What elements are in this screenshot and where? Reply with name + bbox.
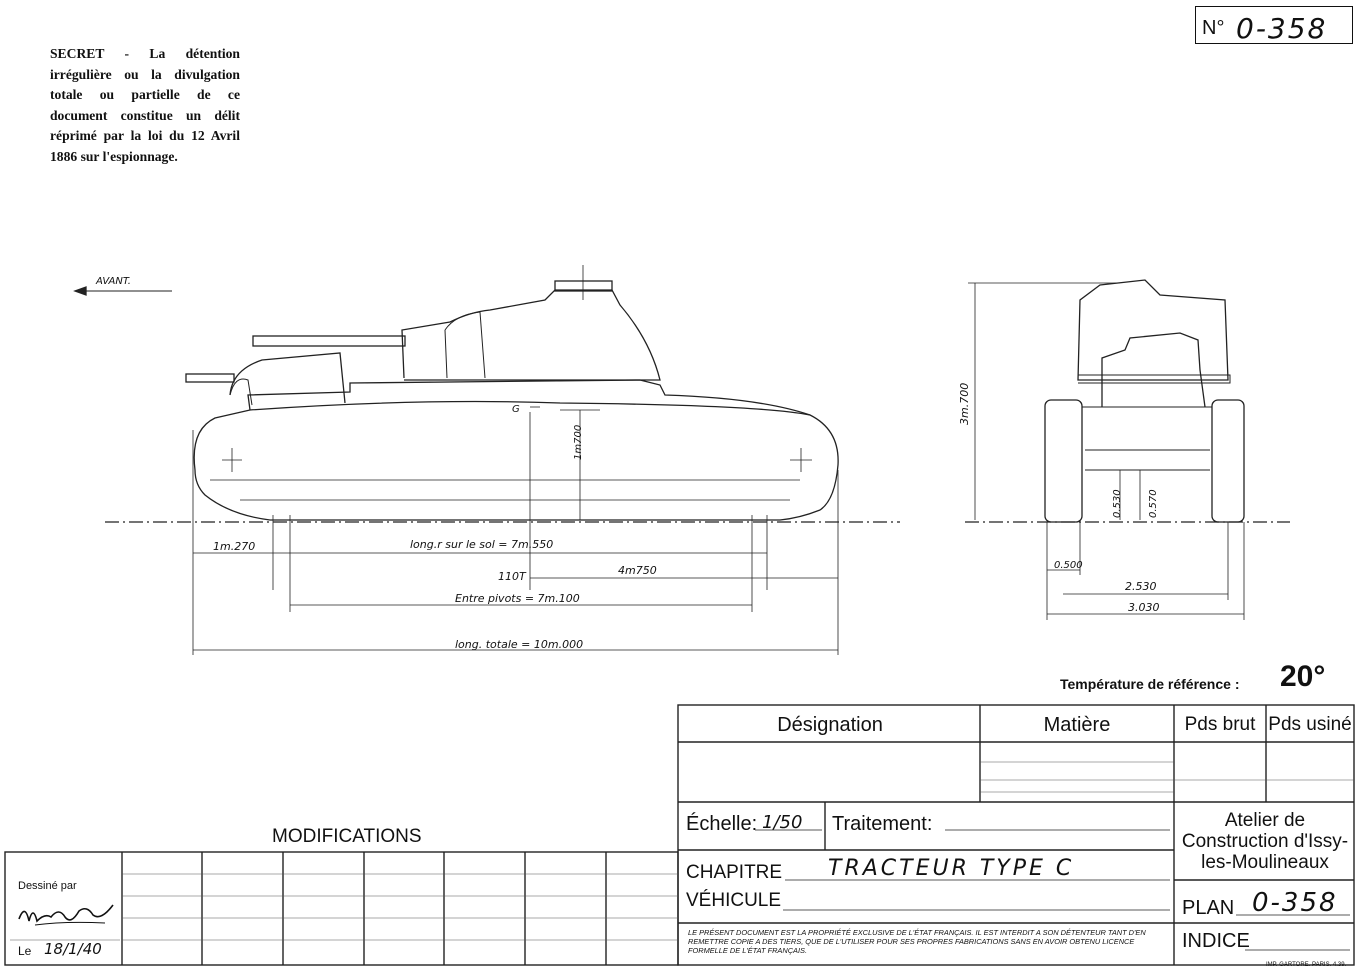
track-width-dimension: 0.500 bbox=[1054, 560, 1083, 571]
echelle-label: Échelle: bbox=[686, 813, 758, 835]
side-turret bbox=[401, 289, 661, 381]
side-casemate bbox=[229, 352, 346, 404]
front-casemate bbox=[1101, 332, 1206, 408]
side-turret-mantlet bbox=[444, 311, 486, 379]
center-of-gravity-mark: G bbox=[512, 404, 520, 415]
side-hull-lines bbox=[210, 479, 800, 501]
secret-notice: SECRET - La détention irrégulière ou la … bbox=[50, 46, 240, 164]
direction-label: AVANT. bbox=[96, 276, 131, 287]
side-superstructure bbox=[247, 379, 811, 416]
front-overhang-dimension: 1m.270 bbox=[213, 540, 256, 553]
designation-header: Désignation bbox=[777, 714, 883, 736]
plan-number-box: N° 0-358 bbox=[1195, 6, 1353, 45]
printer-mark: IMP. GARTORE. PARIS. 4.39. bbox=[1266, 962, 1347, 968]
side-hull-gun bbox=[185, 373, 235, 383]
modifications-title: MODIFICATIONS bbox=[272, 826, 422, 847]
side-turret-gun bbox=[252, 335, 406, 347]
poids-usine-header: Pds usiné bbox=[1268, 714, 1352, 735]
date-value: 18/1/40 bbox=[44, 940, 102, 958]
plan-label: PLAN bbox=[1182, 897, 1235, 919]
traitement-label: Traitement: bbox=[832, 813, 933, 835]
chapitre-value: TRACTEUR TYPE C bbox=[828, 856, 1075, 881]
front-turret bbox=[1077, 279, 1229, 381]
front-height-dimension: 3m.700 bbox=[958, 382, 971, 425]
poids-brut-header: Pds brut bbox=[1184, 714, 1256, 735]
height-dimension: 1m700 bbox=[573, 424, 584, 460]
ground-length-dimension: long.r sur le sol = 7m.550 bbox=[410, 538, 554, 551]
plan-number-prefix: N° bbox=[1202, 17, 1225, 39]
front-left-track bbox=[1044, 399, 1083, 523]
front-right-track bbox=[1211, 399, 1245, 523]
wheelbase-dimension: Entre pivots = 7m.100 bbox=[455, 592, 580, 605]
side-hull bbox=[193, 400, 839, 521]
indice-label: INDICE bbox=[1182, 930, 1250, 952]
signature bbox=[18, 904, 114, 926]
vehicule-label: VÉHICULE bbox=[686, 890, 782, 911]
echelle-value: 1/50 bbox=[762, 812, 803, 833]
plan-number-value: 0-358 bbox=[1236, 12, 1328, 45]
rear-dimension: 4m750 bbox=[618, 564, 657, 577]
side-gun-mantlet bbox=[229, 378, 253, 406]
date-prefix: Le bbox=[18, 944, 32, 958]
total-length-dimension: long. totale = 10m.000 bbox=[455, 638, 584, 651]
track-height-2-dimension: 0.570 bbox=[1148, 489, 1159, 518]
matiere-header: Matière bbox=[1043, 714, 1111, 736]
plan-value: 0-358 bbox=[1252, 888, 1338, 918]
dessine-par-label: Dessiné par bbox=[18, 880, 77, 892]
overall-width-dimension: 3.030 bbox=[1128, 601, 1160, 614]
side-cupola bbox=[554, 280, 613, 292]
temperature-label: Température de référence : bbox=[1060, 676, 1240, 692]
chapitre-label: CHAPITRE bbox=[686, 862, 783, 883]
gauge-dimension: 2.530 bbox=[1125, 580, 1157, 593]
offset-dimension: 110T bbox=[498, 570, 526, 583]
legal-notice: LE PRÉSENT DOCUMENT EST LA PROPRIÉTÉ EXC… bbox=[688, 928, 1146, 955]
track-height-1-dimension: 0.530 bbox=[1112, 489, 1123, 518]
atelier-name: Atelier de Construction d'Issy-les-Mouli… bbox=[1181, 810, 1349, 873]
temperature-value: 20° bbox=[1280, 660, 1326, 693]
